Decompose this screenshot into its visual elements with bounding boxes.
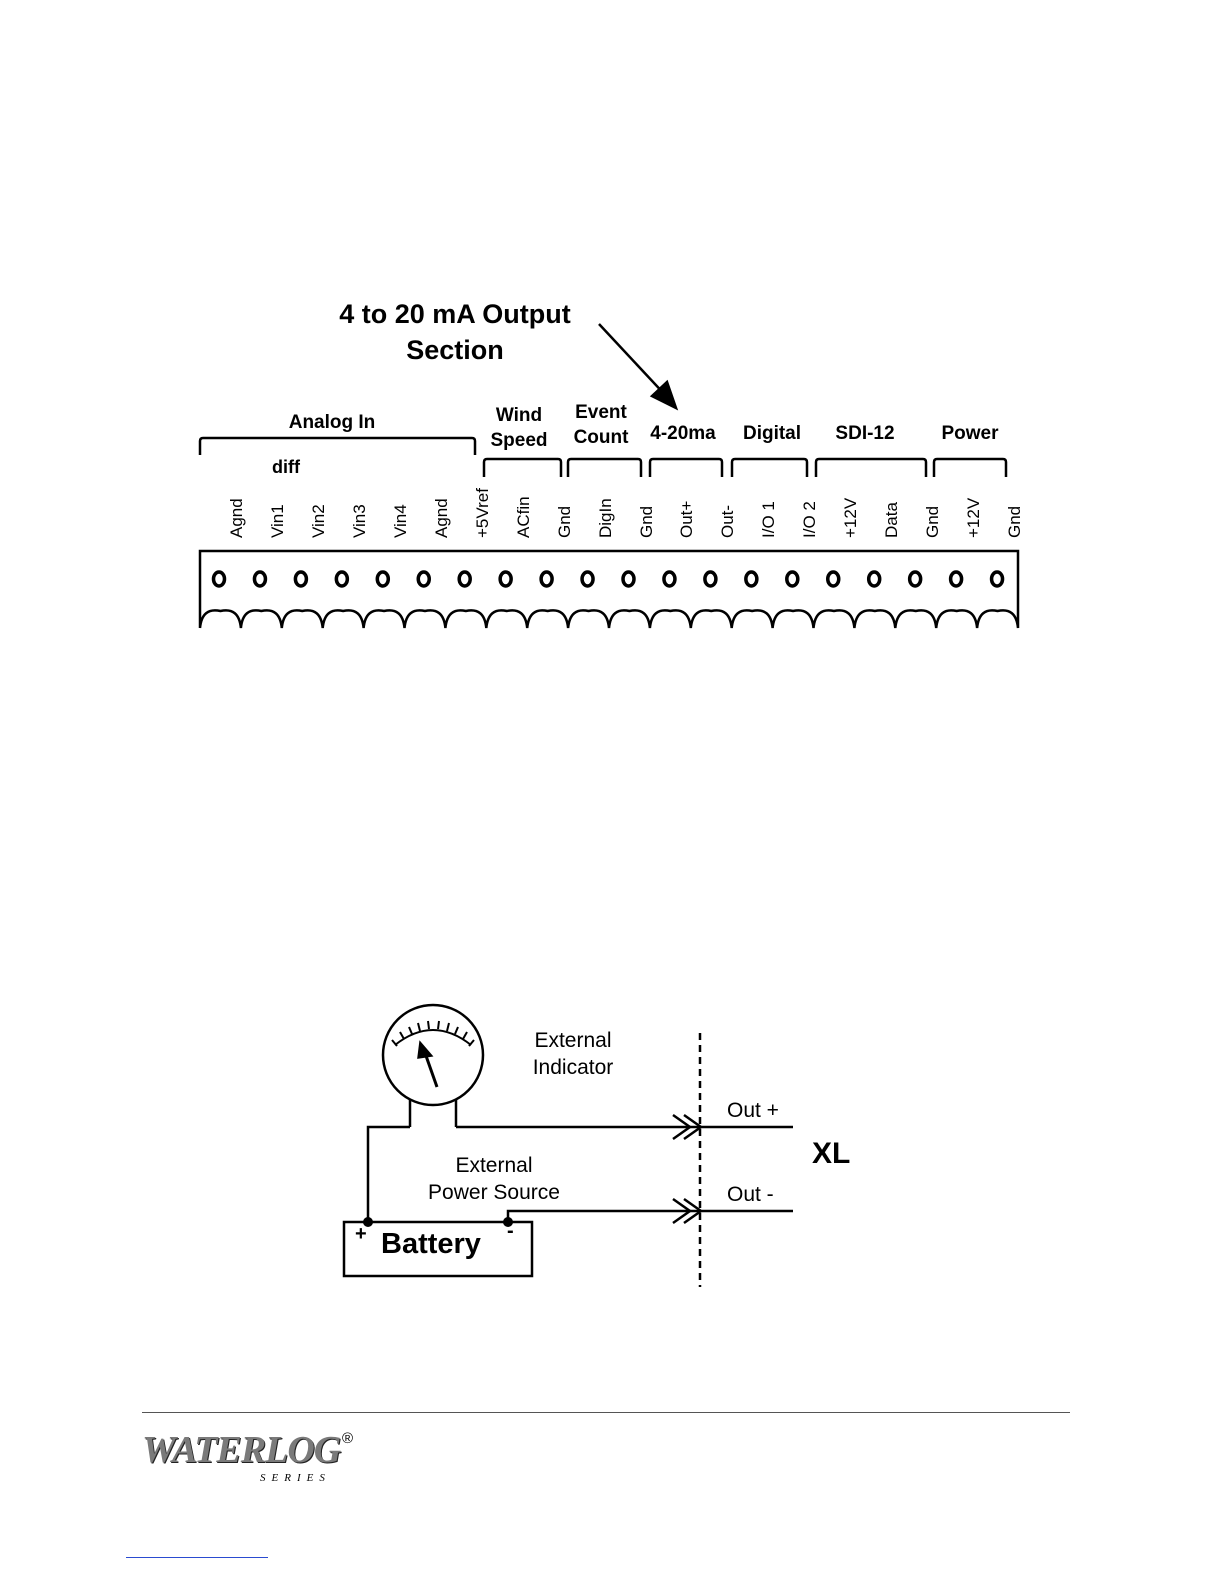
footer-rule <box>142 1412 1070 1413</box>
waterlog-logo: WATERLOG SERIES ® <box>142 1428 362 1488</box>
logo-registered-mark: ® <box>342 1430 353 1447</box>
bottom-link-underline[interactable] <box>126 1557 268 1558</box>
meter-dial <box>383 1005 483 1105</box>
junction-dot-plus <box>363 1217 373 1227</box>
battery-box <box>344 1222 532 1276</box>
meter-needle-head <box>418 1042 432 1058</box>
wire-battery-plus <box>368 1127 410 1222</box>
logo-series: SERIES <box>260 1472 331 1484</box>
meter-ticks <box>392 1021 474 1046</box>
logo-wordmark: WATERLOG <box>142 1428 340 1472</box>
wire-out-minus <box>508 1211 700 1222</box>
junction-dot-minus <box>503 1217 513 1227</box>
meter-needle <box>425 1053 437 1087</box>
meter-scale-arc <box>395 1030 471 1045</box>
